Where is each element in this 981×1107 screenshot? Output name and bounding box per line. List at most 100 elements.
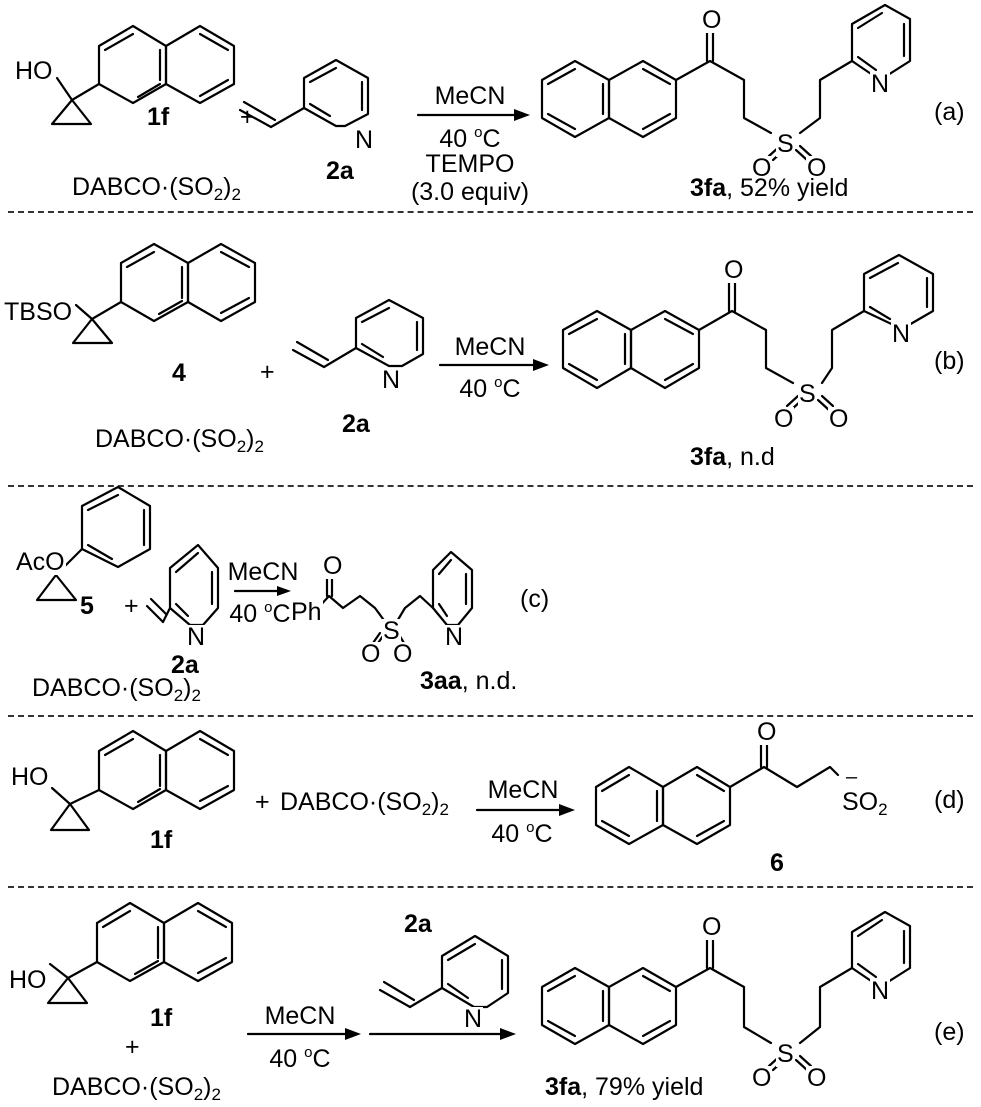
panel-tag-c: (c): [520, 585, 550, 613]
naphthalene-ring-1f: [97, 24, 236, 105]
panel-tag-a: (a): [934, 98, 965, 126]
alkene-label-c: 2a: [171, 651, 199, 679]
panel-tag-e: (e): [934, 1018, 965, 1046]
alkene-label-a: 2a: [326, 157, 354, 185]
temperature-e: 40 oC: [269, 1044, 331, 1073]
reagent-dabco-so2-a: DABCO·(SO2)2: [72, 173, 241, 204]
cyclopropane-1f-d: [49, 786, 101, 832]
atom-N-2a-c: N: [186, 623, 207, 651]
substrate-label-d: 1f: [150, 826, 173, 854]
atom-O-sulfonyl-2-e: O: [806, 1064, 828, 1092]
atom-N-2a-e: N: [463, 1005, 484, 1033]
substrate-group-a: HO: [14, 57, 54, 85]
product-prefix-c: Ph: [290, 598, 323, 626]
reagent-dabco-so2-d: DABCO·(SO2)2: [280, 788, 449, 819]
atom-N-2a-b: N: [381, 366, 402, 394]
divider-3: [8, 715, 973, 717]
divider-4: [8, 886, 973, 888]
plus-sign-e: +: [125, 1033, 140, 1061]
product-caption-b: 3fa, n.d: [690, 443, 775, 471]
product-3fa-structure-b: [561, 253, 935, 412]
atom-O-carbonyl-c: O: [322, 552, 344, 580]
vinylpyridine-2a-c: [145, 543, 220, 627]
naphthalene-ring-1f-e: [95, 901, 234, 983]
atom-O-sulfonyl-1-a: O: [751, 154, 773, 182]
product-caption-a: 3fa, 52% yield: [690, 174, 849, 202]
solvent-a: MeCN: [434, 82, 506, 110]
temperature-b: 40 oC: [459, 374, 521, 403]
atom-O-sulfonyl-1-b: O: [773, 405, 795, 433]
vinylpyridine-2a: [238, 58, 370, 129]
reaction-panel-c: AcO 5 + N 2a DABCO·(SO2)2 MeCN 40 oC Ph …: [0, 485, 981, 710]
additive-tempo-a: TEMPO: [425, 150, 515, 178]
solvent-e: MeCN: [264, 1002, 336, 1030]
atom-N-product-e: N: [870, 977, 891, 1005]
product-label-d: 6: [770, 849, 784, 877]
cyclopropane-4: [71, 300, 123, 345]
atom-S-e: S: [776, 1040, 795, 1068]
temperature-d: 40 oC: [491, 819, 553, 848]
substrate-group-b: TBSO: [3, 298, 74, 326]
atom-N-2a-a: N: [354, 126, 375, 154]
divider-1: [8, 211, 973, 213]
product-caption-e: 3fa, 79% yield: [545, 1073, 704, 1101]
solvent-c: MeCN: [227, 558, 299, 586]
product-caption-c: 3aa, n.d.: [420, 667, 518, 695]
atom-O-carbonyl-e: O: [701, 913, 723, 941]
atom-S-c: S: [382, 617, 401, 645]
substrate-label-a: 1f: [147, 103, 170, 131]
temperature-c: 40 oC: [229, 599, 291, 628]
temperature-a: 40 oC: [439, 124, 501, 153]
scheme-d-bonds: [49, 729, 840, 846]
atom-N-product-a: N: [870, 70, 891, 98]
naphthalene-ring-1f-d: [97, 729, 236, 811]
substrate-label-c: 5: [80, 592, 94, 620]
reagent-dabco-so2-e: DABCO·(SO2)2: [52, 1073, 221, 1104]
scheme-a-bonds: [50, 3, 912, 162]
scheme-e-bonds: [46, 901, 912, 1072]
alkene-label-b: 2a: [342, 410, 370, 438]
reaction-panel-e: HO 1f + DABCO·(SO2)2 MeCN 40 oC 2a N O S…: [0, 890, 981, 1107]
substrate-label-b: 4: [172, 359, 186, 387]
cyclopropane-1f: [50, 76, 101, 126]
solvent-b: MeCN: [454, 333, 526, 361]
atom-S-b: S: [798, 380, 817, 408]
substrate-label-e: 1f: [150, 1004, 173, 1032]
sulfinate-charge-d: –: [846, 766, 858, 788]
atom-O-sulfonyl-2-a: O: [806, 154, 828, 182]
reagent-dabco-so2-c: DABCO·(SO2)2: [32, 674, 201, 705]
reaction-panel-b: TBSO 4 + N 2a DABCO·(SO2)2 MeCN 40 oC O …: [0, 215, 981, 477]
atom-O-sulfonyl-1-e: O: [751, 1064, 773, 1092]
atom-O-carbonyl-d: O: [756, 718, 778, 746]
atom-O-carbonyl-a: O: [701, 6, 723, 34]
plus-sign-a: +: [240, 103, 255, 131]
vinylpyridine-2a-e: [378, 934, 510, 1009]
plus-sign-d: +: [255, 788, 270, 816]
reaction-panel-a: HO 1f + N 2a DABCO·(SO2)2 MeCN 40 oC TEM…: [0, 0, 981, 205]
panel-tag-b: (b): [934, 347, 965, 375]
atom-S-a: S: [776, 130, 795, 158]
substrate-group-e: HO: [8, 966, 48, 994]
alkene-label-e: 2a: [404, 910, 432, 938]
solvent-d: MeCN: [487, 776, 559, 804]
atom-O-sulfonyl-2-b: O: [828, 405, 850, 433]
plus-sign-b: +: [260, 358, 275, 386]
naphthalene-ring-4: [119, 242, 257, 323]
product-3fa-structure-e: [540, 910, 912, 1072]
reaction-panel-d: HO 1f + DABCO·(SO2)2 MeCN 40 oC O – SO2 …: [0, 720, 981, 880]
atom-N-product-c: N: [444, 623, 465, 651]
plus-sign-c: +: [124, 592, 139, 620]
atom-O-sulfonyl-2-c: O: [392, 640, 414, 668]
product-6-structure: [594, 736, 840, 846]
vinylpyridine-2a-b: [291, 298, 425, 369]
cyclopropane-1f-e: [46, 960, 99, 1005]
panel-tag-d: (d): [934, 786, 965, 814]
substrate-group-d: HO: [10, 763, 50, 791]
additive-equiv-a: (3.0 equiv): [410, 178, 530, 206]
reagent-dabco-so2-b: DABCO·(SO2)2: [95, 425, 264, 456]
atom-O-sulfonyl-1-c: O: [360, 640, 382, 668]
phenyl-ring-5: [80, 485, 152, 569]
atom-O-carbonyl-b: O: [723, 256, 745, 284]
divider-2: [8, 485, 973, 487]
sulfinate-group-d: SO2: [842, 788, 888, 819]
